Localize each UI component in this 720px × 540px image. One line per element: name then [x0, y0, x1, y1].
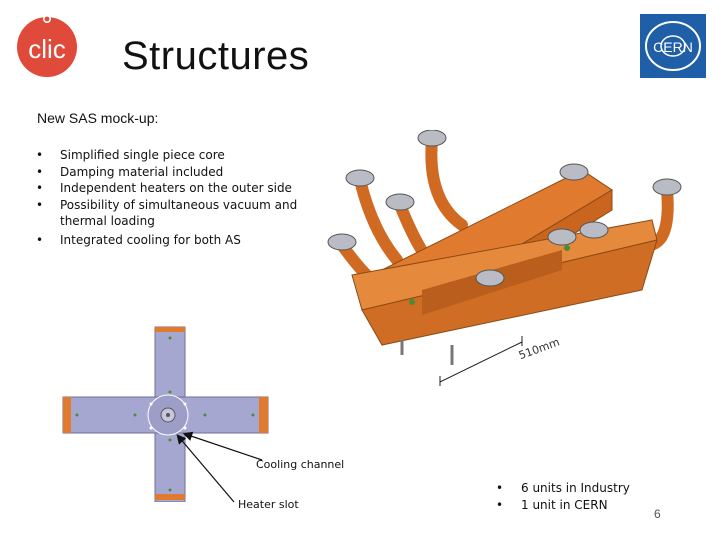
feature-item: Integrated cooling for both AS	[36, 232, 301, 249]
feature-item: Damping material included	[36, 164, 301, 181]
clic-logo-text: clic	[28, 34, 66, 64]
heater-slot-label: Heater slot	[238, 498, 299, 511]
intro-text: New SAS mock-up:	[37, 110, 159, 126]
slide-title: Structures	[122, 34, 310, 78]
feature-list: Simplified single piece core Damping mat…	[36, 147, 301, 248]
cern-logo: CERN	[640, 14, 706, 78]
units-list: 6 units in Industry 1 unit in CERN	[496, 480, 630, 513]
sas-mockup-render	[327, 130, 682, 386]
page-number: 6	[654, 507, 661, 521]
cern-logo-text: CERN	[653, 39, 693, 55]
clic-logo: clic	[17, 15, 77, 77]
cooling-channel-label: Cooling channel	[256, 458, 345, 471]
units-item: 1 unit in CERN	[496, 497, 630, 514]
feature-item: Independent heaters on the outer side	[36, 180, 301, 197]
units-item: 6 units in Industry	[496, 480, 630, 497]
feature-item: Possibility of simultaneous vacuum and t…	[36, 197, 301, 230]
cross-section-drawing	[62, 326, 269, 502]
feature-item: Simplified single piece core	[36, 147, 301, 164]
